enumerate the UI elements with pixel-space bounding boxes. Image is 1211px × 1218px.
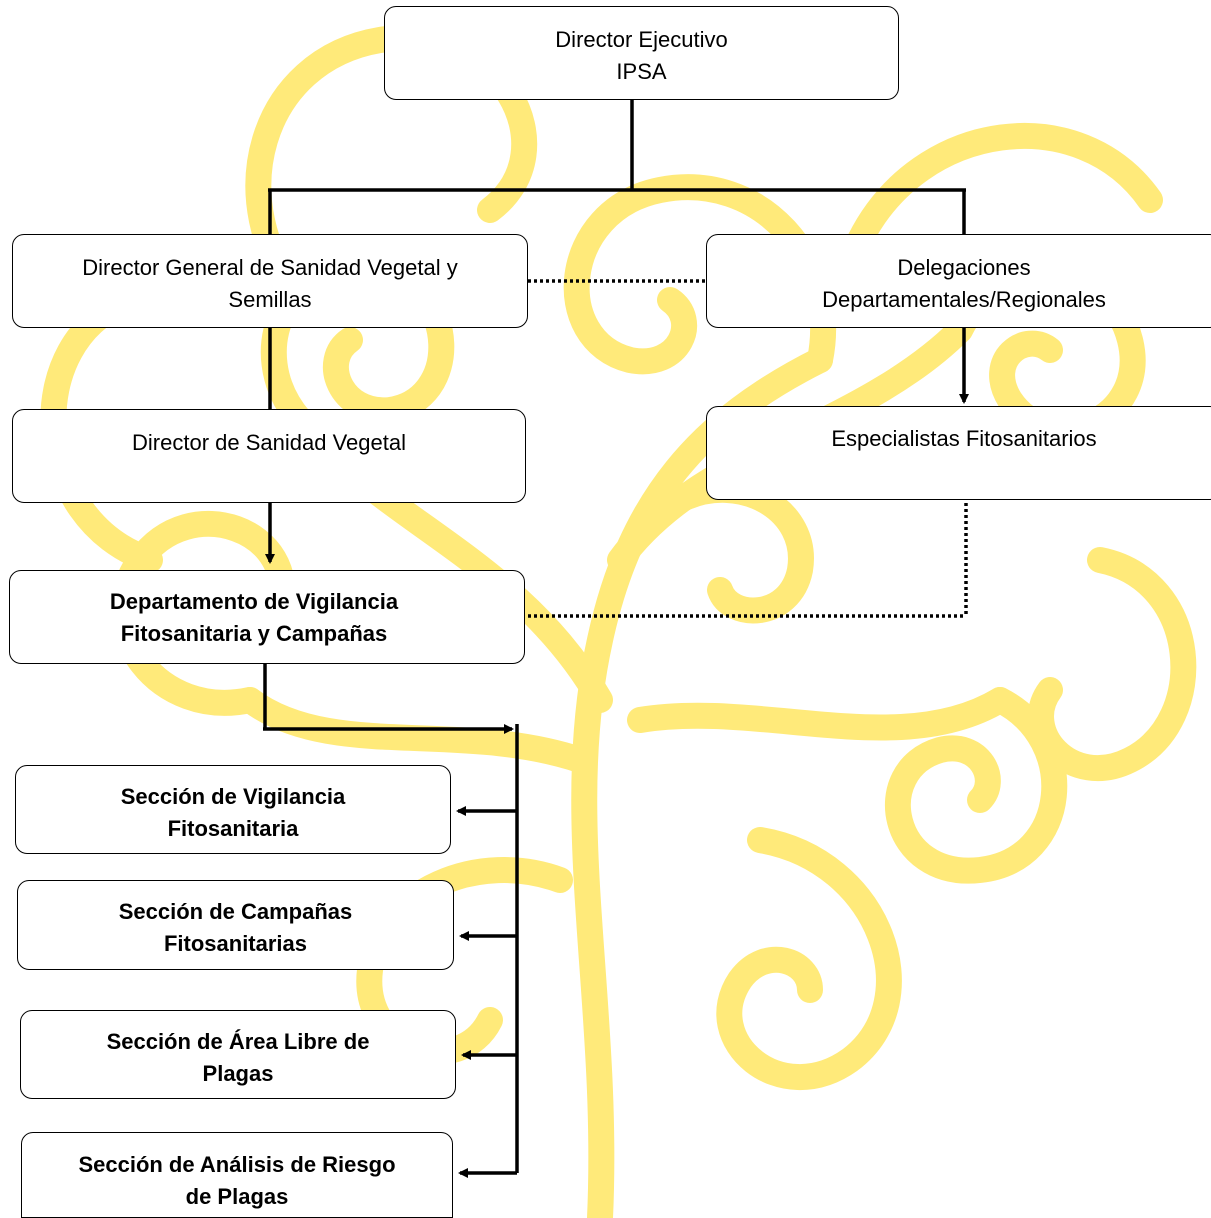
- node-director-sanidad: Director de Sanidad Vegetal: [12, 409, 526, 503]
- node-line: Fitosanitaria y Campañas: [120, 620, 388, 646]
- node-line: Director Ejecutivo: [555, 27, 728, 52]
- node-director-ejecutivo: Director Ejecutivo IPSA: [384, 6, 899, 100]
- node-line: IPSA: [616, 58, 667, 84]
- node-delegaciones: Delegaciones Departamentales/Regionales: [706, 234, 1211, 328]
- node-line: Especialistas Fitosanitarios: [831, 426, 1097, 451]
- node-line: Sección de Área Libre de: [106, 1029, 370, 1054]
- node-line: Delegaciones: [897, 255, 1031, 280]
- node-line: Semillas: [228, 286, 312, 312]
- node-line: Plagas: [202, 1060, 274, 1086]
- node-director-general: Director General de Sanidad Vegetal y Se…: [12, 234, 528, 328]
- node-especialistas: Especialistas Fitosanitarios: [706, 406, 1211, 500]
- node-seccion-area-libre: Sección de Área Libre de Plagas: [20, 1010, 456, 1099]
- node-line: Sección de Análisis de Riesgo: [78, 1152, 396, 1177]
- node-line: Sección de Campañas: [118, 899, 353, 924]
- node-line: Departamentales/Regionales: [822, 286, 1106, 312]
- node-seccion-campanas: Sección de Campañas Fitosanitarias: [17, 880, 454, 970]
- node-line: Fitosanitarias: [163, 930, 308, 956]
- node-line: Director General de Sanidad Vegetal y: [82, 255, 458, 280]
- node-line: Departamento de Vigilancia: [109, 589, 399, 614]
- node-line: Director de Sanidad Vegetal: [132, 430, 406, 455]
- node-departamento: Departamento de Vigilancia Fitosanitaria…: [9, 570, 525, 664]
- node-seccion-vigilancia: Sección de Vigilancia Fitosanitaria: [15, 765, 451, 854]
- node-line: de Plagas: [185, 1183, 289, 1209]
- node-line: Fitosanitaria: [167, 815, 299, 841]
- node-seccion-analisis: Sección de Análisis de Riesgo de Plagas: [21, 1132, 453, 1218]
- node-line: Sección de Vigilancia: [120, 784, 346, 809]
